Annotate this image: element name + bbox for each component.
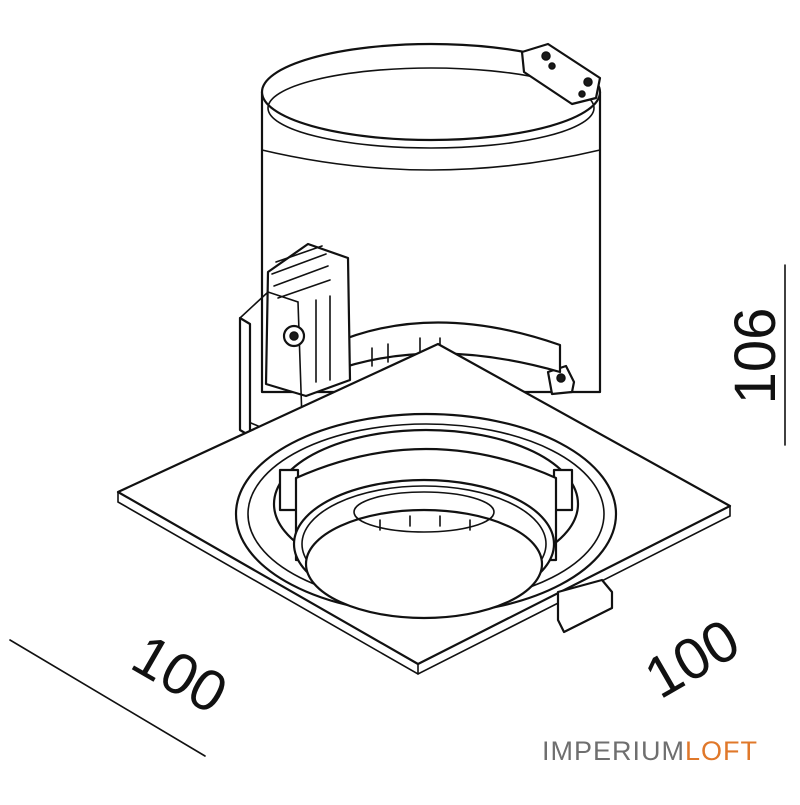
dimension-width-right: 100 — [634, 607, 750, 712]
top-clip — [520, 42, 602, 106]
right-clip — [546, 364, 576, 396]
brand-part-1: IMPERIUM — [542, 736, 685, 766]
dimension-line-left — [9, 639, 206, 757]
dimension-height: 106 — [723, 308, 788, 405]
dimension-width-left: 100 — [122, 622, 238, 727]
lens-barrel — [292, 478, 556, 620]
brand-part-2: LOFT — [685, 736, 758, 766]
brand-logo: IMPERIUMLOFT — [542, 736, 758, 766]
bottom-bracket — [556, 578, 614, 634]
